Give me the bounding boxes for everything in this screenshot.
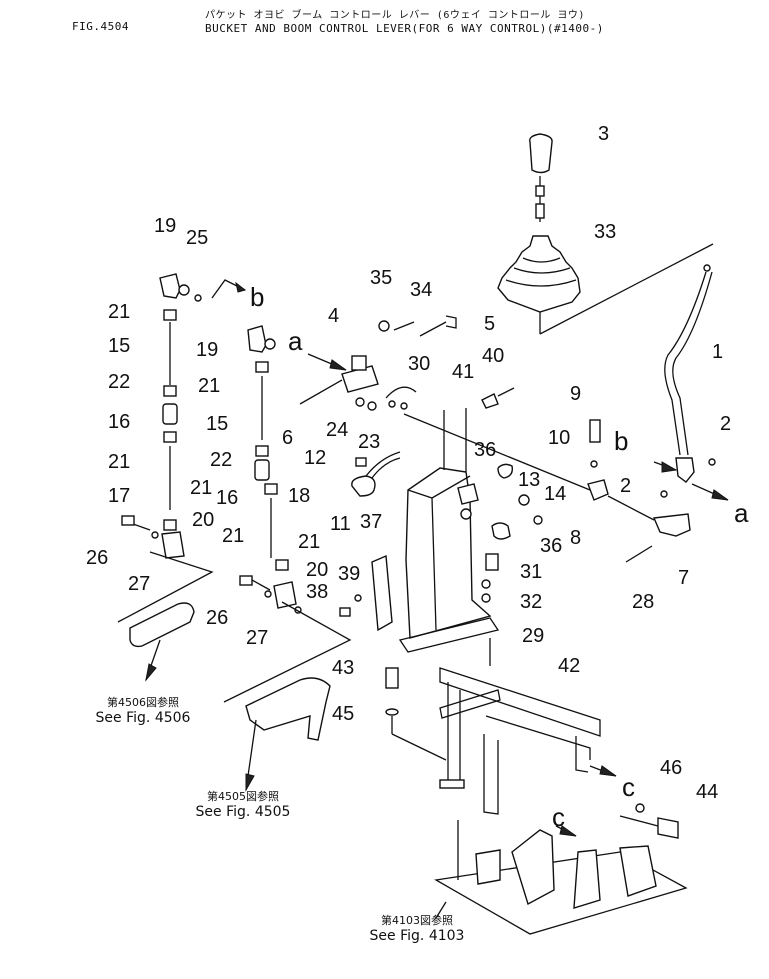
part-number-label: 17 [108, 485, 130, 507]
part-number-label: 24 [326, 419, 348, 441]
part-number-labels: 3 33 1 2 2 19 25 21 15 22 16 21 17 26 27… [86, 123, 731, 803]
part-number-label: 4 [328, 305, 339, 327]
part-number-label: 2 [620, 475, 631, 497]
part-number-label: 15 [108, 335, 130, 357]
part-number-label: 35 [370, 267, 392, 289]
part-number-label: 27 [128, 573, 150, 595]
reference-en: See Fig. 4103 [369, 928, 465, 944]
part-number-label: 45 [332, 703, 354, 725]
part-number-label: 1 [712, 341, 723, 363]
part-number-label: 18 [288, 485, 310, 507]
connection-letters: b a b a c c [250, 282, 749, 832]
part-number-label: 21 [298, 531, 320, 553]
mounting-frame [385, 638, 617, 815]
part-number-label: 30 [408, 353, 430, 375]
part-number-label: 41 [452, 361, 474, 383]
part-number-label: 26 [206, 607, 228, 629]
part-number-label: 8 [570, 527, 581, 549]
part-number-label: 10 [548, 427, 570, 449]
connection-letter: b [614, 426, 628, 456]
part-number-label: 12 [304, 447, 326, 469]
part-number-label: 21 [198, 375, 220, 397]
part-number-label: 31 [520, 561, 542, 583]
reference-jp: 第4505図参照 [207, 790, 279, 803]
lever-pivot-cluster [299, 315, 515, 411]
part-number-label: 13 [518, 469, 540, 491]
part-number-label: 26 [86, 547, 108, 569]
part-number-label: 39 [338, 563, 360, 585]
title-english: BUCKET AND BOOM CONTROL LEVER(FOR 6 WAY … [205, 22, 604, 35]
part-number-label: 33 [594, 221, 616, 243]
knob-part [529, 133, 553, 222]
part-number-label: 40 [482, 345, 504, 367]
boot-part [497, 235, 714, 335]
part-number-label: 22 [210, 449, 232, 471]
part-number-label: 42 [558, 655, 580, 677]
part-number-label: 3 [598, 123, 609, 145]
part-number-label: 21 [222, 525, 244, 547]
see-fig-4103-note: 第4103図参照 See Fig. 4103 [356, 912, 478, 944]
part-number-label: 20 [306, 559, 328, 581]
floor-plate [434, 803, 688, 935]
part-number-label: 32 [520, 591, 542, 613]
part-number-label: 14 [544, 483, 566, 505]
reference-en: See Fig. 4506 [95, 710, 191, 726]
part-number-label: 5 [484, 313, 495, 335]
part-number-label: 34 [410, 279, 432, 301]
connection-letter: a [734, 498, 749, 528]
part-number-label: 16 [216, 487, 238, 509]
part-number-label: 7 [678, 567, 689, 589]
part-number-label: 38 [306, 581, 328, 603]
part-number-label: 16 [108, 411, 130, 433]
part-number-label: 22 [108, 371, 130, 393]
part-number-label: 46 [660, 757, 682, 779]
part-number-label: 21 [108, 451, 130, 473]
title-japanese: パケット オヨビ ブーム コントロール レバー (6ウェイ コントロール ヨウ) [205, 10, 585, 21]
reference-en: See Fig. 4505 [195, 804, 291, 820]
part-number-label: 15 [206, 413, 228, 435]
part-number-label: 19 [196, 339, 218, 361]
part-number-label: 43 [332, 657, 354, 679]
reference-jp: 第4506図参照 [107, 696, 179, 709]
middle-linkage [223, 325, 352, 792]
right-linkage [403, 413, 729, 563]
part-number-label: 29 [522, 625, 544, 647]
part-number-label: 28 [632, 591, 654, 613]
connection-letter: b [250, 282, 264, 312]
part-number-label: 25 [186, 227, 208, 249]
lever-part [664, 264, 713, 483]
part-number-label: 21 [108, 301, 130, 323]
part-number-label: 23 [358, 431, 380, 453]
part-number-label: 21 [190, 477, 212, 499]
part-number-label: 20 [192, 509, 214, 531]
connection-letter: c [552, 802, 565, 832]
part-number-label: 19 [154, 215, 176, 237]
left-linkage [117, 273, 247, 682]
see-fig-4505-note: 第4505図参照 See Fig. 4505 [182, 788, 304, 820]
part-number-label: 9 [570, 383, 581, 405]
connection-letter: c [622, 772, 635, 802]
figure-number: FIG.4504 [72, 20, 129, 33]
connection-letter: a [288, 326, 303, 356]
part-number-label: 27 [246, 627, 268, 649]
part-number-label: 6 [282, 427, 293, 449]
part-number-label: 36 [474, 439, 496, 461]
reference-jp: 第4103図参照 [381, 914, 453, 927]
part-number-label: 2 [720, 413, 731, 435]
see-fig-4506-note: 第4506図参照 See Fig. 4506 [82, 694, 204, 726]
part-number-label: 44 [696, 781, 718, 803]
part-number-label: 36 [540, 535, 562, 557]
part-number-label: 11 [330, 513, 351, 535]
part-number-label: 37 [360, 511, 382, 533]
